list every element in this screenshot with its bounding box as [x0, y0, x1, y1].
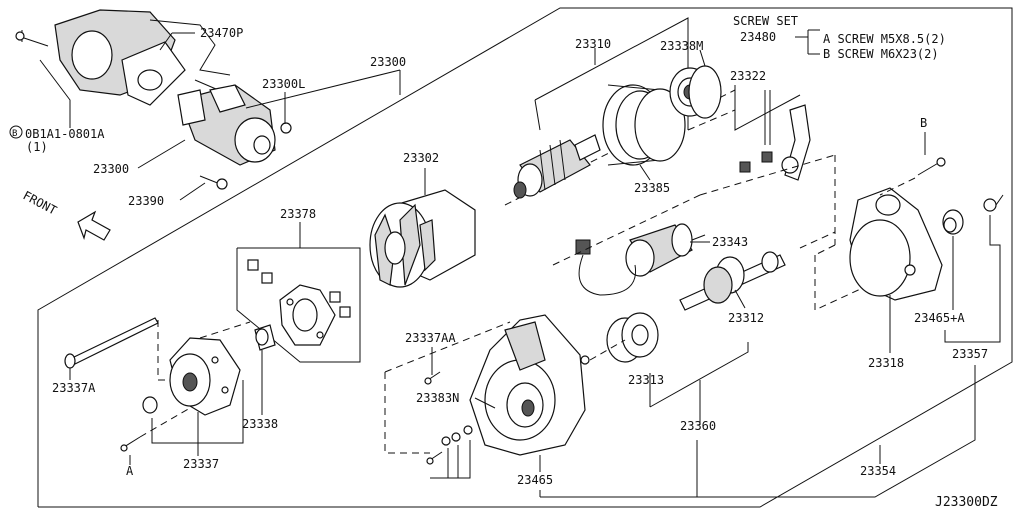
- bearing-part: [669, 65, 722, 119]
- label-23383N: 23383N: [416, 391, 459, 405]
- label-23337A: 23337A: [52, 381, 96, 395]
- assembly-frame-bottom: [38, 215, 1013, 508]
- label-23465: 23465: [517, 473, 553, 487]
- label-23470P: 23470P: [200, 26, 243, 40]
- yoke-housing-part: [602, 84, 686, 166]
- assembly-frame: [37, 7, 1013, 507]
- label-a-screw-marker: A: [126, 464, 134, 478]
- label-23343: 23343: [712, 235, 748, 249]
- label-0B1A1-qty: (1): [26, 140, 48, 154]
- brush-holder-plate-part: [247, 259, 351, 346]
- label-23300-mount: 23300: [93, 162, 129, 176]
- label-23354: 23354: [860, 464, 896, 478]
- small-bolts-washers-part: [424, 371, 473, 465]
- label-23300L: 23300L: [262, 77, 305, 91]
- label-23310: 23310: [575, 37, 611, 51]
- label-23337: 23337: [183, 457, 219, 471]
- front-arrow-icon: [77, 210, 111, 241]
- solenoid-part: [575, 223, 706, 296]
- pinion-clutch-part: [513, 99, 601, 199]
- label-0B1A1-0801A: 0B1A1-0801A: [25, 127, 105, 141]
- label-23385: 23385: [634, 181, 670, 195]
- label-23480: 23480: [740, 30, 776, 44]
- planetary-gear-part: [606, 312, 659, 363]
- label-23313: 23313: [628, 373, 664, 387]
- label-23300: 23300: [370, 55, 406, 69]
- long-through-bolt-part: [64, 317, 159, 369]
- label-23337AA: 23337AA: [405, 331, 456, 345]
- label-23378: 23378: [280, 207, 316, 221]
- label-23338: 23338: [242, 417, 278, 431]
- label-b-marker: B: [12, 129, 17, 139]
- label-23360: 23360: [680, 419, 716, 433]
- rear-cover-part: [849, 187, 943, 301]
- label-23357: 23357: [952, 347, 988, 361]
- label-23318: 23318: [868, 356, 904, 370]
- label-b-screw-marker: B: [920, 116, 927, 130]
- label-23312: 23312: [728, 311, 764, 325]
- front-housing-part: [469, 314, 590, 456]
- subgroup-frame-23465: [384, 372, 430, 454]
- terminal-nut-part: [942, 194, 1004, 235]
- label-23302: 23302: [403, 151, 439, 165]
- label-23322: 23322: [730, 69, 766, 83]
- label-screw-b: B SCREW M6X23(2): [823, 47, 939, 61]
- diagram-code: J23300DZ: [935, 495, 998, 510]
- field-coil-part: [369, 189, 476, 288]
- screw-set-title: SCREW SET: [733, 14, 798, 28]
- label-23465A: 23465+A: [914, 311, 965, 325]
- label-screw-a: A SCREW M5X8.5(2): [823, 32, 946, 46]
- armature-shaft-part: [679, 251, 786, 311]
- label-front: FRONT: [21, 188, 59, 217]
- label-23390: 23390: [128, 194, 164, 208]
- label-23338M: 23338M: [660, 39, 703, 53]
- screw-a-part: [120, 436, 141, 452]
- rear-bracket-part: [169, 337, 241, 416]
- subgroup-frame-23378: [236, 247, 361, 363]
- bolt-b-marker: [9, 125, 23, 139]
- brush-spring-part: [739, 90, 811, 181]
- engine-mounting-illustration: [15, 9, 292, 190]
- bushing-part: [142, 324, 276, 414]
